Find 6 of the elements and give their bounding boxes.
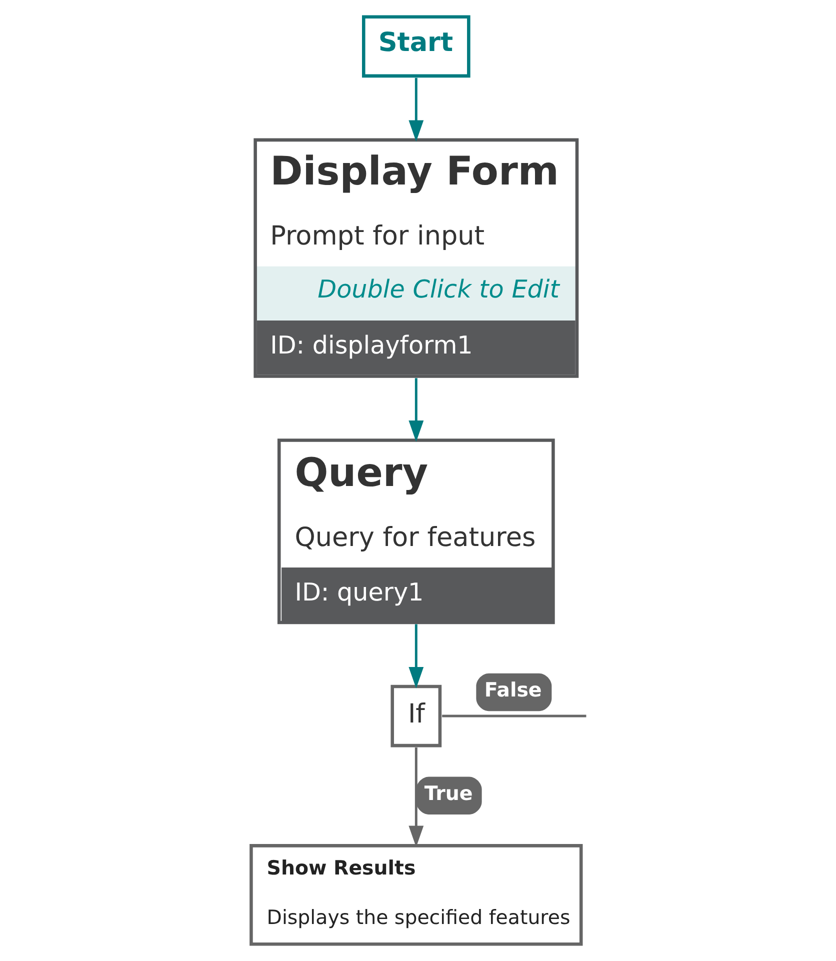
arrow	[408, 378, 424, 442]
arrow	[408, 78, 424, 142]
arrow	[408, 624, 424, 688]
edge-label: False	[484, 678, 542, 702]
edge-label: True	[424, 782, 472, 805]
connector	[442, 714, 586, 718]
